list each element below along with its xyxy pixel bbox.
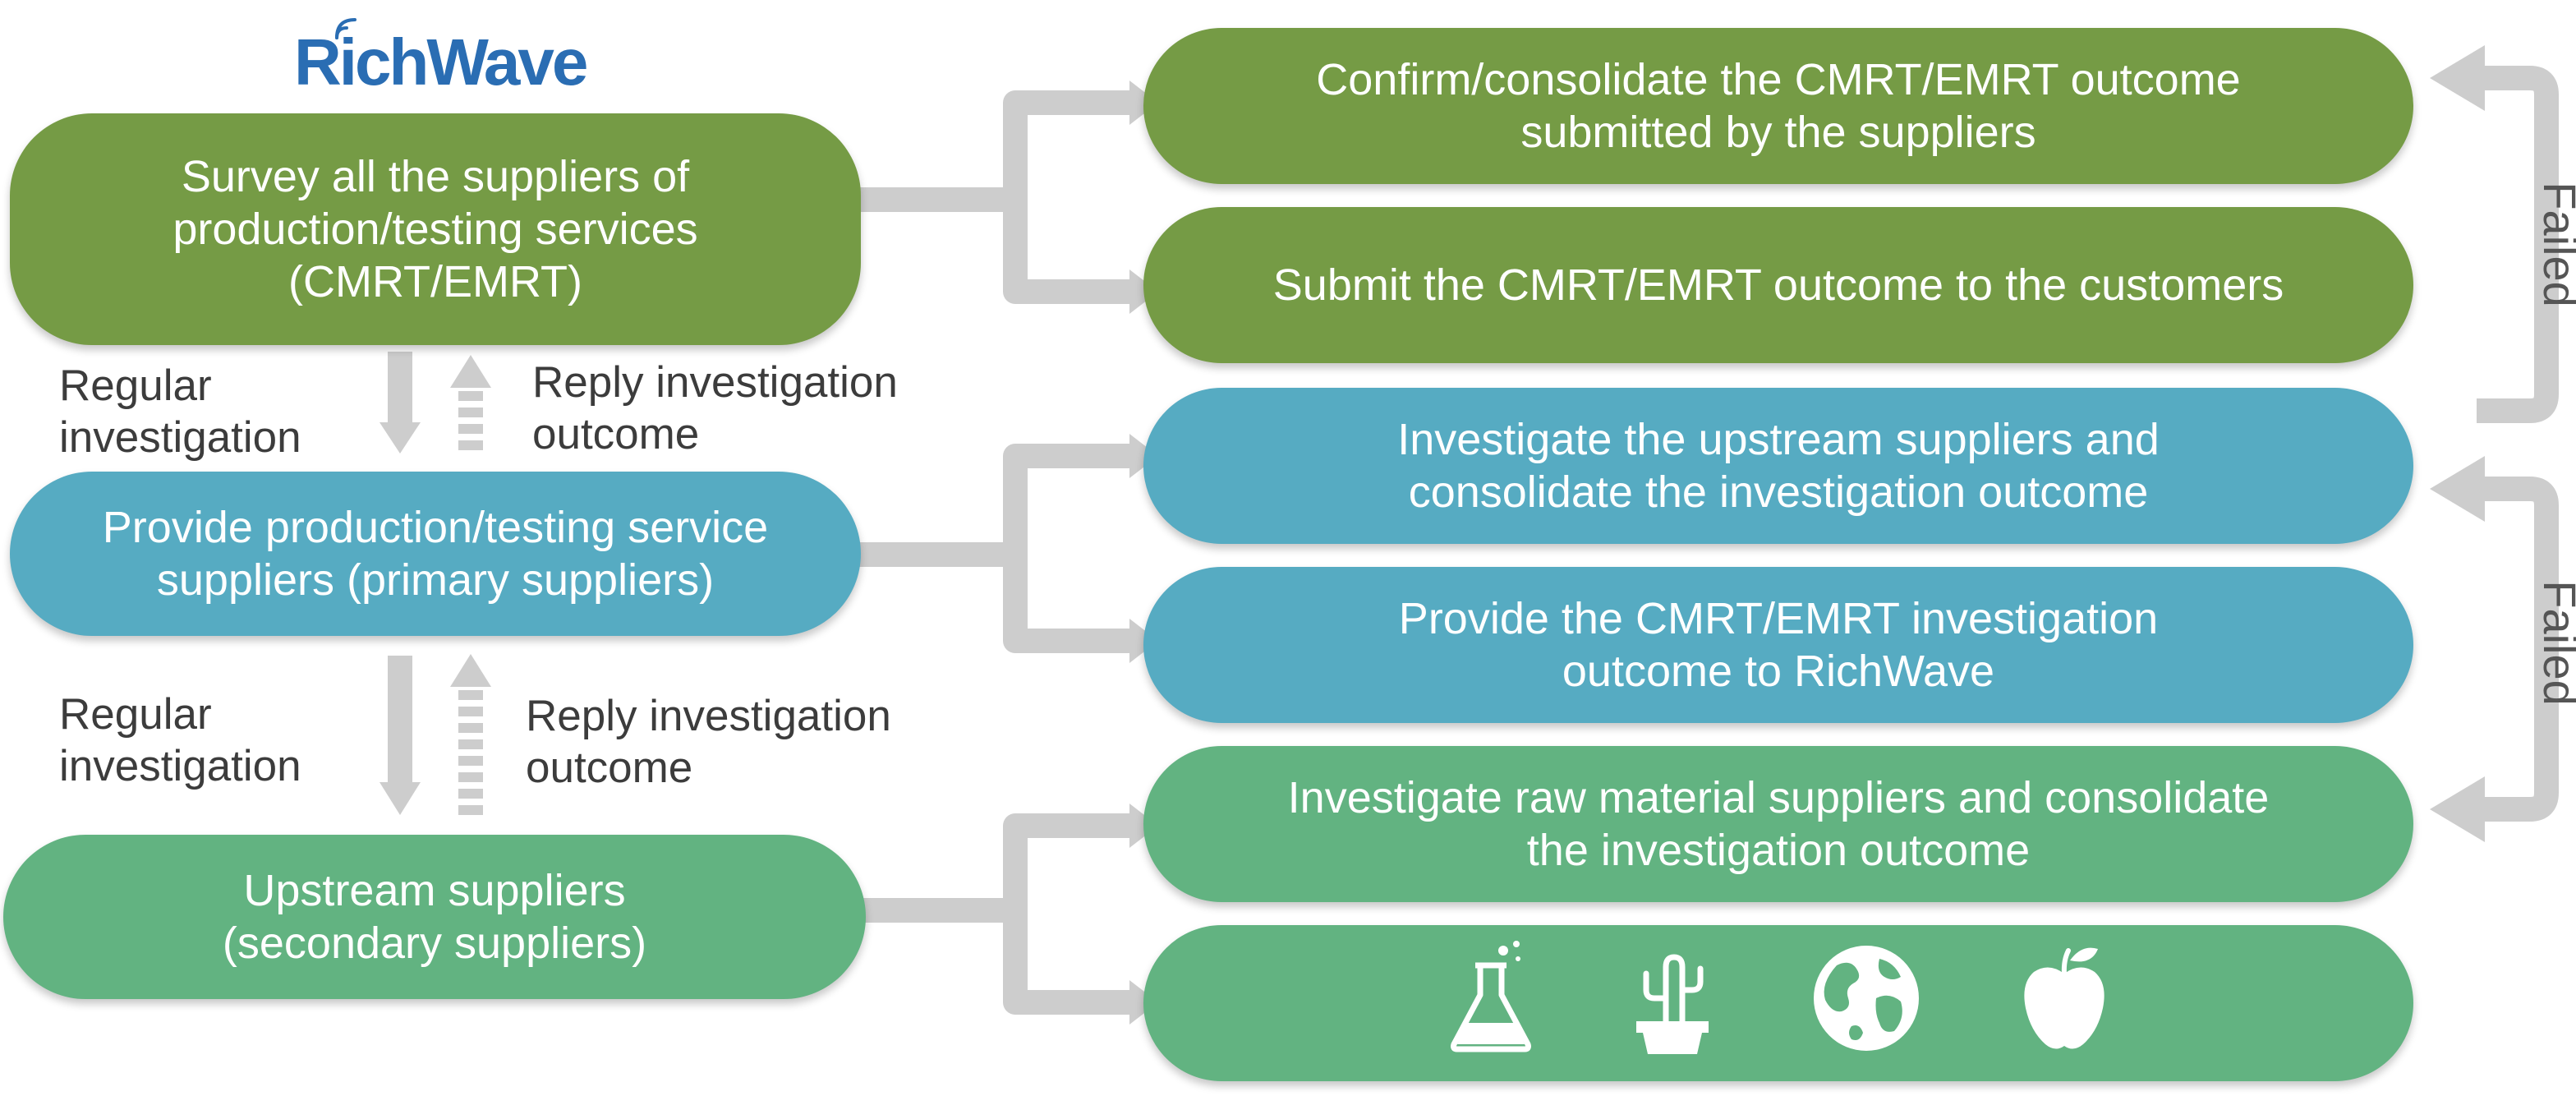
- dashed-arrow-shafts: [458, 391, 483, 815]
- regular-investigation-label-2: Regular investigation: [59, 690, 301, 790]
- connector-bracket-top: [1003, 90, 1134, 304]
- provide-outcome-box: Provide the CMRT/EMRT investigation outc…: [1143, 567, 2413, 723]
- up-arrow-head-2: [450, 654, 491, 687]
- failed-label-bottom: Failed: [2533, 580, 2576, 706]
- primary-suppliers-box: Provide production/testing service suppl…: [10, 472, 861, 636]
- reply-investigation-label-1: Reply investigation outcome: [532, 358, 898, 458]
- down-arrow-shaft-2: [388, 656, 412, 785]
- investigate-raw-box: Investigate raw material suppliers and c…: [1143, 746, 2413, 902]
- failed-loop-top: [2477, 66, 2559, 423]
- submit-outcome-box: Submit the CMRT/EMRT outcome to the cust…: [1143, 207, 2413, 363]
- apple-icon: [2024, 947, 2104, 1049]
- globe-icon: [1814, 946, 1919, 1051]
- down-arrow-shaft-1: [388, 352, 412, 424]
- connector-bracket-bottom: [1003, 813, 1134, 1015]
- connector-bracket-middle: [1003, 444, 1134, 653]
- cactus-icon: [1636, 954, 1709, 1054]
- secondary-suppliers-box: Upstream suppliers (secondary suppliers): [3, 835, 866, 999]
- flask-icon: [1451, 941, 1531, 1052]
- richwave-logo: RichWave: [294, 25, 588, 99]
- survey-suppliers-box: Survey all the suppliers of production/t…: [10, 113, 861, 345]
- failed-label-top: Failed: [2533, 182, 2576, 307]
- arrowhead-failed-top: [2430, 45, 2485, 111]
- confirm-outcome-box: Confirm/consolidate the CMRT/EMRT outcom…: [1143, 28, 2413, 184]
- up-arrow-head-1: [450, 355, 491, 388]
- raw-materials-icons-box: [1143, 925, 2413, 1081]
- raw-material-icons: [1446, 941, 2109, 1056]
- down-arrow-head-1: [380, 422, 421, 454]
- regular-investigation-label-1: Regular investigation: [59, 361, 301, 462]
- arrowhead-failed-bottom: [2430, 456, 2485, 522]
- logo-signal-icon: [335, 18, 356, 39]
- failed-loop-bottom: [2477, 477, 2559, 822]
- down-arrow-head-2: [380, 782, 421, 815]
- arrowhead-failed-bottom-end: [2430, 776, 2485, 842]
- investigate-upstream-box: Investigate the upstream suppliers and c…: [1143, 388, 2413, 544]
- reply-investigation-label-2: Reply investigation outcome: [526, 692, 891, 792]
